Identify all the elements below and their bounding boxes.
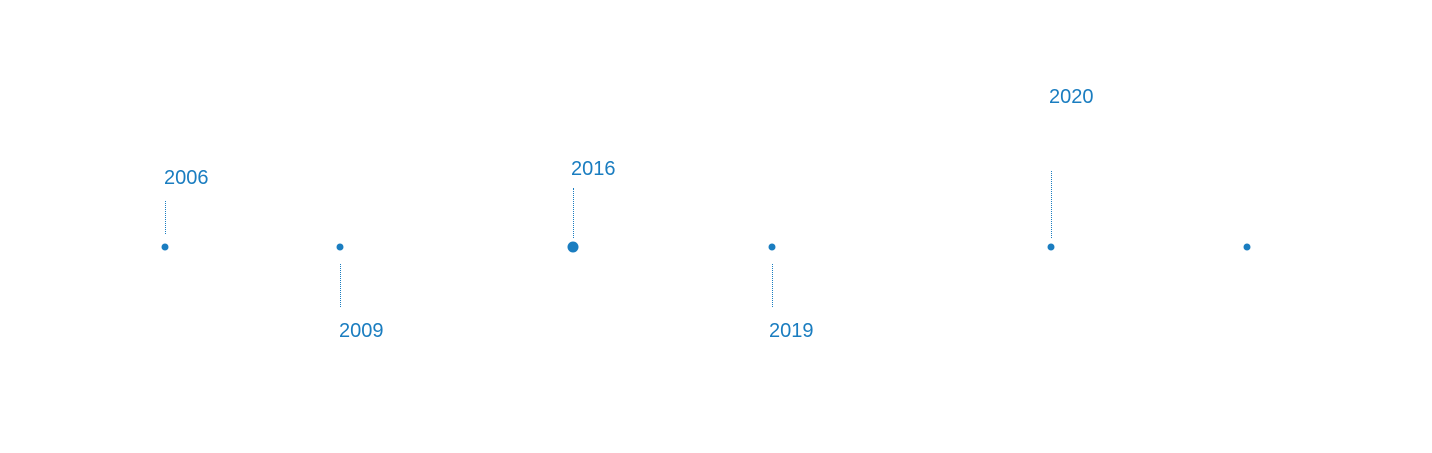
timeline-dot-2009[interactable] — [336, 243, 344, 251]
timeline-year-2006[interactable]: 2006 — [164, 167, 209, 189]
timeline-dot-2020[interactable] — [1047, 243, 1055, 251]
timeline-dot-2006[interactable] — [161, 243, 169, 251]
timeline-dot-2016-active[interactable] — [567, 241, 579, 253]
timeline-connector-2016 — [573, 188, 574, 238]
timeline-year-2016[interactable]: 2016 — [571, 158, 616, 180]
timeline-year-2020[interactable]: 2020 — [1049, 86, 1094, 108]
timeline-connector-2020 — [1051, 171, 1052, 238]
timeline-dot-end[interactable] — [1243, 243, 1251, 251]
timeline-dot-2019[interactable] — [768, 243, 776, 251]
timeline-year-2019[interactable]: 2019 — [769, 320, 814, 342]
timeline-connector-2006 — [165, 201, 166, 234]
timeline-connector-2019 — [772, 264, 773, 307]
timeline-year-2009[interactable]: 2009 — [339, 320, 384, 342]
timeline-connector-2009 — [340, 264, 341, 307]
